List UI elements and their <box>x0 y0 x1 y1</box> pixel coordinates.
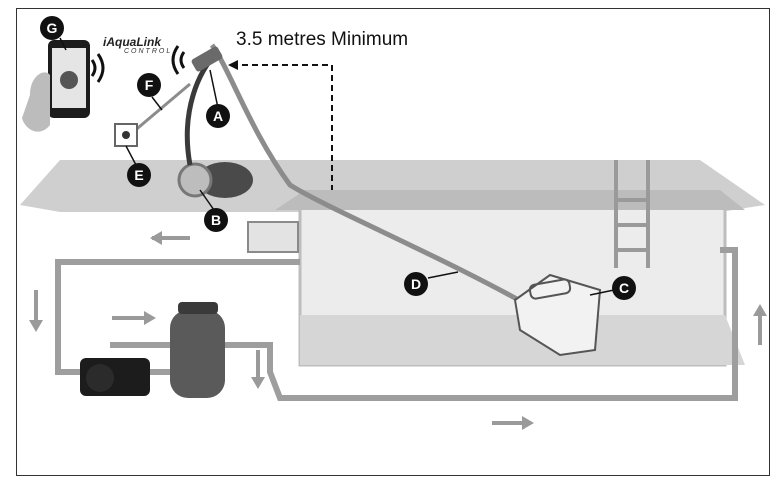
pool-floor <box>300 315 745 365</box>
leader-g <box>59 37 67 51</box>
hand <box>22 72 50 132</box>
leader-f <box>151 96 163 111</box>
brand-subline: CONTROL <box>124 48 173 55</box>
min-distance-arrowhead <box>228 60 238 70</box>
minimum-distance-label: 3.5 metres Minimum <box>236 29 409 50</box>
swivel-wifi-icon <box>171 45 186 75</box>
flow-arrow-up-right-head <box>753 304 767 316</box>
leader-d <box>427 271 459 279</box>
pool-robot <box>513 273 602 357</box>
leader-e <box>125 145 137 166</box>
leader-c <box>589 289 615 296</box>
filter-tank <box>170 310 225 398</box>
marker-e: E <box>127 163 151 187</box>
skimmer <box>247 221 299 253</box>
filter-pipe <box>150 247 738 401</box>
pool-ladder <box>614 160 650 268</box>
power-supply-caddy <box>197 162 253 198</box>
leader-b <box>199 189 215 211</box>
marker-c: C <box>612 276 636 300</box>
pool-coping <box>275 190 745 210</box>
flow-arrow-bottom-head <box>522 416 534 430</box>
caddy-wheel <box>177 162 213 198</box>
leader-a <box>209 69 219 109</box>
flow-arrow-right-pump-head <box>144 311 156 325</box>
phone-wifi-icon <box>90 53 105 83</box>
marker-f: F <box>137 73 161 97</box>
floating-cable <box>209 43 542 315</box>
flow-arrow-skimmer-head <box>150 231 162 245</box>
marker-d: D <box>404 272 428 296</box>
return-pipe <box>55 259 300 375</box>
socket-plug <box>122 131 130 139</box>
flow-arrow-down-left-head <box>29 320 43 332</box>
filter-lid <box>178 302 218 314</box>
marker-b: B <box>204 208 228 232</box>
swivel <box>191 46 223 72</box>
pump-motor <box>86 364 114 392</box>
marker-a: A <box>206 104 230 128</box>
marker-g: G <box>40 16 64 40</box>
app-dial <box>60 71 78 89</box>
brand-name: iAquaLink <box>103 35 162 49</box>
flow-arrow-down-filter-head <box>251 377 265 389</box>
robot-handle <box>528 278 572 300</box>
